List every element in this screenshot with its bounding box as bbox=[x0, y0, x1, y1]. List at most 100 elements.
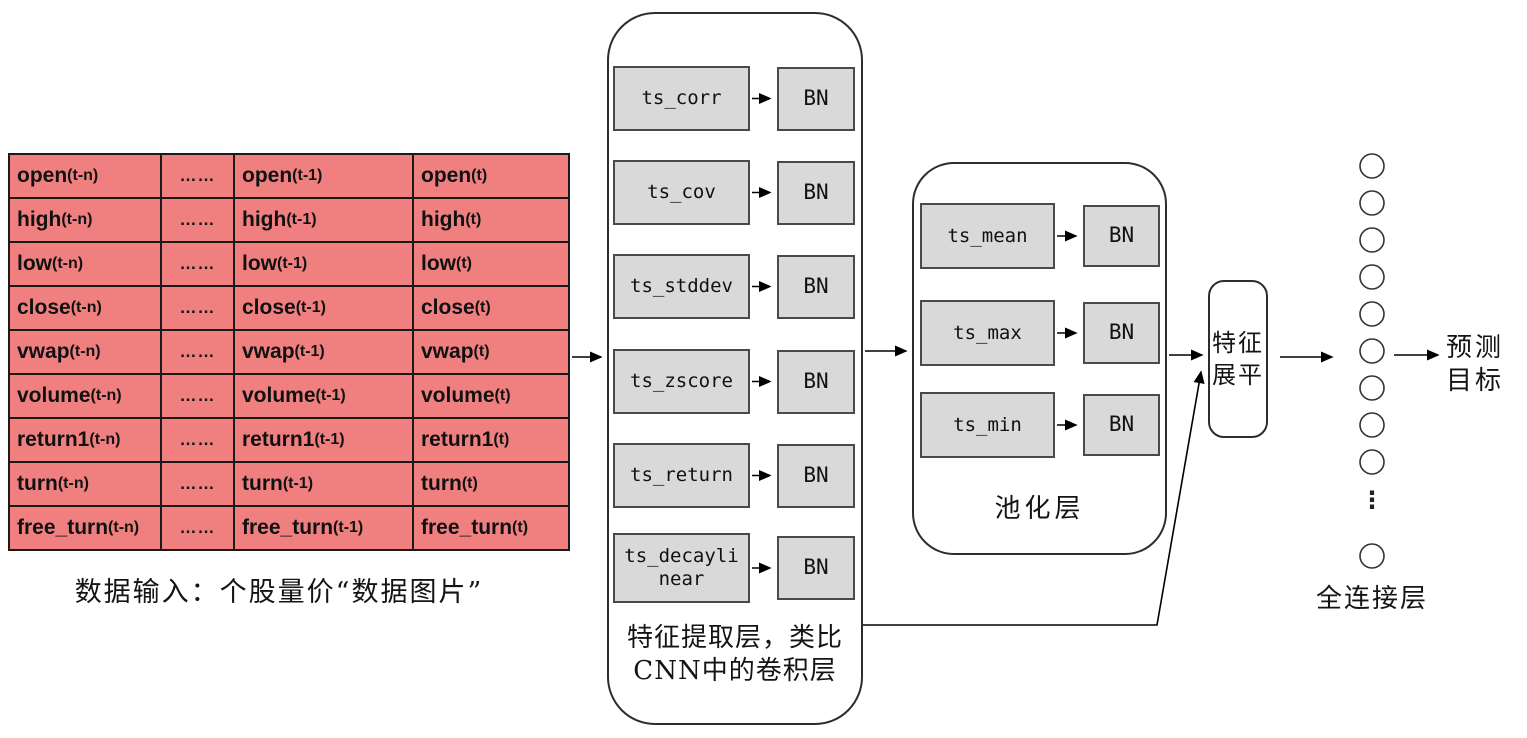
feature-extraction-container bbox=[607, 12, 863, 725]
table-cell-ellipsis: …… bbox=[162, 155, 233, 197]
feature-op-ts-cov: ts_cov bbox=[613, 160, 750, 225]
cell-variable-name: return1 bbox=[17, 428, 90, 451]
cell-time-index: (t-1) bbox=[315, 387, 346, 404]
table-cell-ellipsis: …… bbox=[162, 463, 233, 505]
table-cell: close(t) bbox=[414, 287, 568, 329]
table-cell: open(t-n) bbox=[10, 155, 160, 197]
neuron-circle bbox=[1359, 375, 1385, 401]
cell-variable-name: free_turn bbox=[421, 516, 513, 539]
table-cell: volume(t-n) bbox=[10, 375, 160, 417]
pooling-bn-box: BN bbox=[1083, 205, 1160, 267]
neuron-circle bbox=[1359, 449, 1385, 475]
cell-variable-name: close bbox=[421, 296, 475, 319]
flatten-label-line1: 特征 bbox=[1212, 329, 1264, 357]
neuron-circle bbox=[1359, 227, 1385, 253]
table-cell: turn(t-1) bbox=[235, 463, 412, 505]
table-cell: return1(t) bbox=[414, 419, 568, 461]
table-cell: vwap(t-n) bbox=[10, 331, 160, 373]
feature-flatten-box: 特征 展平 bbox=[1208, 280, 1268, 438]
feature-bn-box: BN bbox=[777, 160, 855, 225]
pooling-op-ts-mean: ts_mean bbox=[920, 203, 1055, 269]
cell-time-index: (t-1) bbox=[333, 519, 364, 536]
cell-time-index: (t-1) bbox=[292, 167, 323, 184]
table-cell: free_turn(t) bbox=[414, 507, 568, 549]
feature-layer-label-line1: 特征提取层，类比 bbox=[626, 623, 843, 653]
feature-bn-box: BN bbox=[777, 66, 855, 131]
table-cell: volume(t-1) bbox=[235, 375, 412, 417]
table-cell: low(t) bbox=[414, 243, 568, 285]
neuron-circle bbox=[1359, 543, 1385, 569]
cell-time-index: (t-n) bbox=[52, 255, 84, 272]
table-cell: vwap(t-1) bbox=[235, 331, 412, 373]
cell-variable-name: volume bbox=[421, 384, 495, 407]
cell-time-index: (t-1) bbox=[314, 431, 345, 448]
feature-op-ts-corr: ts_corr bbox=[613, 66, 750, 131]
cell-variable-name: low bbox=[17, 252, 52, 275]
cell-variable-name: low bbox=[242, 252, 277, 275]
table-cell: turn(t-n) bbox=[10, 463, 160, 505]
cell-time-index: (t) bbox=[493, 431, 510, 448]
table-cell-ellipsis: …… bbox=[162, 419, 233, 461]
prediction-target-label: 预测 目标 bbox=[1446, 332, 1526, 398]
table-cell: turn(t) bbox=[414, 463, 568, 505]
cell-variable-name: return1 bbox=[421, 428, 494, 451]
cell-variable-name: high bbox=[421, 208, 466, 231]
cell-variable-name: vwap bbox=[17, 340, 70, 363]
table-cell-ellipsis: …… bbox=[162, 287, 233, 329]
feature-bn-box: BN bbox=[777, 443, 855, 508]
neuron-circle bbox=[1359, 338, 1385, 364]
table-cell-ellipsis: …… bbox=[162, 243, 233, 285]
cell-variable-name: close bbox=[242, 296, 296, 319]
cell-variable-name: volume bbox=[17, 384, 91, 407]
cell-time-index: (t-1) bbox=[277, 255, 308, 272]
table-cell-ellipsis: …… bbox=[162, 331, 233, 373]
table-cell: vwap(t) bbox=[414, 331, 568, 373]
feature-bn-box: BN bbox=[777, 349, 855, 414]
neuron-circle bbox=[1359, 153, 1385, 179]
cell-variable-name: vwap bbox=[421, 340, 474, 363]
cell-variable-name: open bbox=[421, 164, 472, 187]
cell-time-index: (t-n) bbox=[61, 211, 93, 228]
table-cell: low(t-1) bbox=[235, 243, 412, 285]
cell-variable-name: free_turn bbox=[17, 516, 109, 539]
feature-layer-label-line2: CNN中的卷积层 bbox=[633, 656, 837, 686]
table-cell: high(t-1) bbox=[235, 199, 412, 241]
cell-time-index: (t) bbox=[473, 343, 490, 360]
pooling-bn-box: BN bbox=[1083, 302, 1160, 364]
table-cell: free_turn(t-n) bbox=[10, 507, 160, 549]
fc-layer-label: 全连接层 bbox=[1315, 584, 1428, 614]
cell-time-index: (t-n) bbox=[70, 299, 102, 316]
cell-variable-name: high bbox=[242, 208, 287, 231]
cell-time-index: (t) bbox=[474, 299, 491, 316]
pooling-op-ts-max: ts_max bbox=[920, 300, 1055, 366]
cell-time-index: (t-1) bbox=[282, 475, 314, 492]
feature-bn-box: BN bbox=[777, 536, 855, 600]
cell-time-index: (t-n) bbox=[89, 431, 121, 448]
table-cell-ellipsis: …… bbox=[162, 375, 233, 417]
table-cell: free_turn(t-1) bbox=[235, 507, 412, 549]
cell-variable-name: high bbox=[17, 208, 62, 231]
cell-variable-name: turn bbox=[17, 472, 58, 495]
cell-time-index: (t-n) bbox=[57, 475, 89, 492]
cell-variable-name: open bbox=[242, 164, 293, 187]
cell-variable-name: low bbox=[421, 252, 456, 275]
table-cell: volume(t) bbox=[414, 375, 568, 417]
cell-variable-name: open bbox=[17, 164, 68, 187]
pooling-layer-label: 池化层 bbox=[994, 494, 1085, 524]
input-caption: 数据输入：个股量价“数据图片” bbox=[74, 577, 484, 608]
flatten-label-line2: 展平 bbox=[1212, 361, 1264, 389]
table-cell-ellipsis: …… bbox=[162, 199, 233, 241]
feature-op-ts-zscore: ts_zscore bbox=[613, 349, 750, 414]
cell-time-index: (t-1) bbox=[286, 211, 317, 228]
cell-variable-name: turn bbox=[242, 472, 283, 495]
table-cell: low(t-n) bbox=[10, 243, 160, 285]
cell-time-index: (t-1) bbox=[295, 299, 326, 316]
table-cell: return1(t-n) bbox=[10, 419, 160, 461]
cell-variable-name: vwap bbox=[242, 340, 295, 363]
prediction-target-line2: 目标 bbox=[1446, 366, 1505, 396]
cell-time-index: (t-n) bbox=[90, 387, 122, 404]
fc-ellipsis: ⋮ bbox=[1360, 486, 1384, 514]
pooling-op-ts-min: ts_min bbox=[920, 392, 1055, 458]
table-cell: return1(t-1) bbox=[235, 419, 412, 461]
